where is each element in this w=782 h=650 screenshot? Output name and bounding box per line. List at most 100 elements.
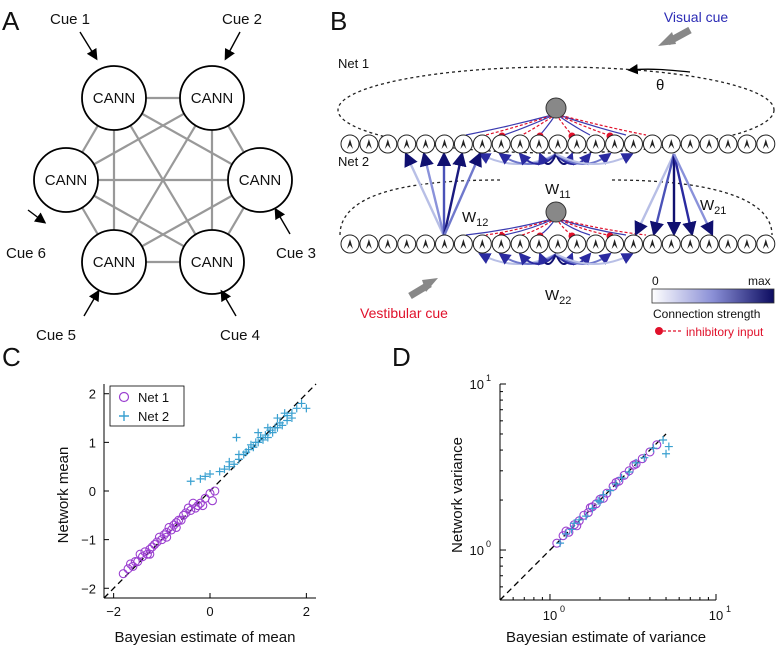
chart-c-point-net2: [186, 477, 195, 486]
inhibitory-line: [485, 113, 557, 136]
neuron-glyph: [743, 239, 750, 249]
neuron-glyph: [347, 139, 353, 149]
neuron-glyph: [441, 139, 448, 149]
neuron-glyph: [536, 239, 542, 249]
chart-d-point-net2: [662, 449, 671, 458]
chart-c-point-net1: [145, 544, 155, 554]
chart-c-xtick-label: 2: [303, 604, 310, 619]
w21-label: W21: [700, 197, 726, 217]
theta-arrow: [627, 64, 691, 75]
chart-c-point-net2: [230, 460, 239, 469]
cue-arrow: [220, 289, 237, 317]
neuron-glyph: [422, 139, 429, 149]
neuron-glyph: [403, 239, 410, 249]
chart-d-point-net2: [595, 497, 604, 506]
cue-label: Cue 3: [276, 245, 316, 262]
panel-b: B Visual cue Net 1 Net 2 θ W11 W12 W21 W…: [330, 6, 776, 339]
chart-d-ytick-exponent: 0: [486, 539, 491, 549]
chart-d-point-net2: [582, 512, 591, 521]
neuron-glyph: [687, 139, 694, 149]
chart-c-point-net2: [302, 404, 311, 413]
neuron-glyph: [365, 239, 372, 249]
cann-node: [227, 147, 293, 213]
chart-c-point-net2: [201, 472, 210, 481]
chart-c-point-net2: [220, 465, 229, 474]
chart-c-point-net2: [292, 404, 301, 413]
chart-c-point-net1: [152, 537, 162, 547]
w21-arrow: [649, 153, 676, 237]
neuron-glyph: [403, 139, 410, 149]
chart-c-legend-net2-label: Net 2: [138, 409, 169, 424]
w12-arrow: [442, 151, 482, 237]
neuron-glyph: [706, 139, 713, 149]
chart-c-xlabel: Bayesian estimate of mean: [115, 629, 296, 646]
inhibitory-line: [555, 113, 647, 136]
chart-c-point-net2: [246, 440, 255, 449]
cue-label: Cue 6: [6, 245, 46, 262]
neuron-glyph: [668, 239, 675, 249]
w11-arc: [538, 152, 557, 166]
chart-c-point-net1: [162, 532, 172, 542]
chart-d-point-net2: [594, 496, 603, 505]
chart-c-point-net1: [210, 486, 220, 496]
chart-c-point-net1: [125, 559, 136, 569]
panel-a-label: A: [2, 6, 20, 36]
chart-c-point-net2: [271, 423, 280, 432]
w12-arrow: [442, 151, 467, 237]
neuron-glyph: [479, 139, 486, 149]
chart-c-point-net2: [297, 399, 306, 408]
cue-label: Cue 2: [222, 11, 262, 28]
chart-c-point-net2: [280, 409, 289, 418]
cue-arrow: [83, 289, 100, 317]
chart-c-xtick-label: 0: [206, 604, 213, 619]
neuron-glyph: [687, 239, 694, 249]
w12-arrow: [419, 151, 446, 237]
neuron-glyph: [611, 239, 618, 249]
w11-arc: [518, 152, 557, 166]
net1-label: Net 1: [338, 56, 369, 71]
chart-d-point-net1: [645, 447, 655, 457]
cue-arrow: [27, 209, 47, 224]
chart-c-ylabel: Network mean: [55, 447, 72, 544]
chart-c-point-net1: [171, 518, 181, 528]
chart-d-point-net1: [579, 510, 589, 520]
input-neuron: [545, 97, 567, 119]
chart-c-point-net2: [261, 431, 270, 440]
chart-d-point-net1: [572, 521, 582, 531]
chart-c-point-net1: [171, 522, 181, 533]
cann-node-label: CANN: [93, 254, 136, 271]
chart-d-xtick-label: 10: [543, 608, 557, 623]
chart-c-ytick-label: 2: [89, 387, 96, 402]
chart-d-ytick-exponent: 1: [486, 373, 491, 383]
chart-d-ytick-label: 10: [470, 543, 484, 558]
neuron-glyph: [536, 139, 542, 149]
chart-d-xtick-exponent: 1: [726, 604, 731, 614]
inhibitory-line: [521, 217, 557, 236]
chart-c-point-net1: [142, 549, 152, 559]
neuron-glyph: [554, 239, 561, 249]
colorbar-max: max: [748, 274, 771, 288]
neuron-glyph: [592, 139, 599, 149]
chart-c-point-net1: [166, 525, 177, 535]
chart-c-point-net2: [273, 414, 282, 423]
chart-c-point-net1: [154, 532, 164, 542]
chart-c-point-net1: [135, 549, 145, 559]
neuron-glyph: [762, 139, 769, 149]
chart-d-point-net2: [562, 529, 571, 538]
chart-c-ytick-label: 0: [89, 484, 96, 499]
cue-arrow: [224, 31, 241, 61]
neuron-glyph: [743, 139, 750, 149]
w22-arc: [518, 252, 557, 266]
chart-c-point-net1: [176, 515, 186, 525]
chart-c-point-net1: [123, 564, 133, 574]
neuron-glyph: [725, 239, 731, 249]
chart-c-point-net1: [162, 527, 172, 537]
chart-d-point-net1: [619, 470, 629, 480]
chart-d-point-net2: [606, 486, 615, 495]
chart-c-point-net1: [195, 498, 205, 508]
chart-d-point-net1: [637, 454, 647, 464]
cann-node: [81, 65, 147, 131]
chart-c-point-net2: [287, 414, 296, 423]
